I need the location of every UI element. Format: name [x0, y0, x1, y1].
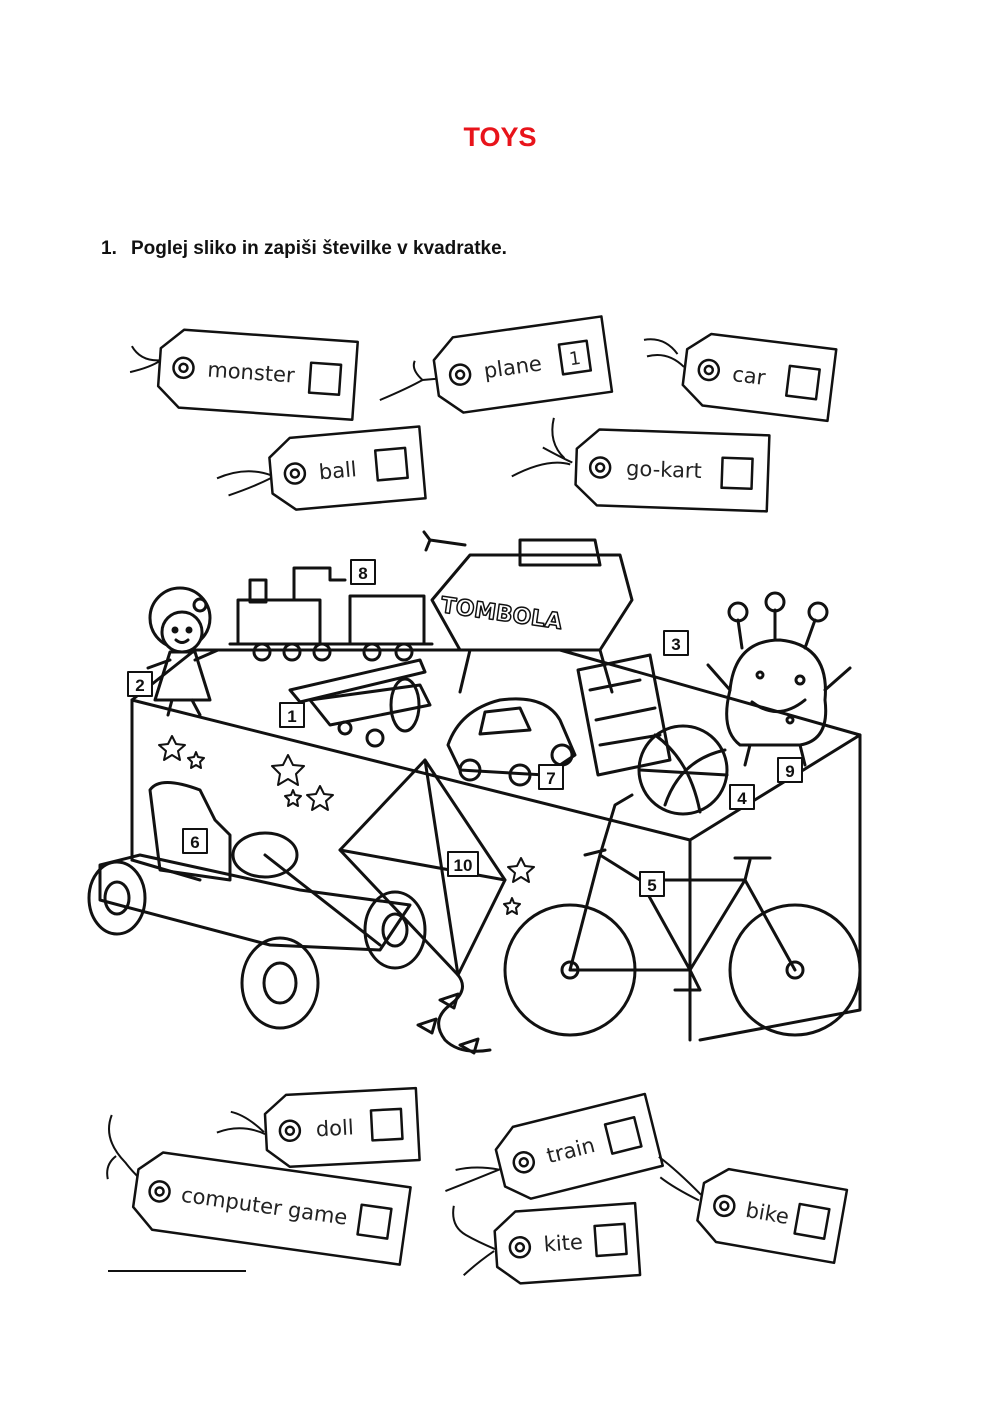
train-illustration — [228, 566, 434, 662]
answer-box-monster[interactable] — [307, 361, 343, 396]
monster-illustration — [706, 591, 852, 767]
ball-illustration — [637, 724, 729, 816]
answer-box-train[interactable] — [603, 1115, 643, 1155]
number-label-7: 7 — [546, 769, 555, 788]
number-label-8: 8 — [358, 564, 367, 583]
computer-game-illustration — [576, 653, 672, 777]
tag-train: train — [445, 1092, 668, 1212]
tag-doll: doll — [216, 1086, 424, 1175]
bike-illustration — [503, 793, 862, 1037]
number-label-9: 9 — [785, 762, 794, 781]
stars-decoration — [158, 735, 535, 915]
number-label-10: 10 — [454, 856, 473, 875]
tombola-sign: TOMBOLA — [439, 593, 563, 635]
tag-bike: bike — [658, 1155, 851, 1271]
answer-box-doll[interactable] — [369, 1107, 404, 1142]
kite-illustration — [338, 758, 507, 1055]
number-label-2: 2 — [135, 676, 144, 695]
tag-monster: monster — [129, 328, 362, 427]
answer-box-bike[interactable] — [793, 1202, 831, 1240]
page-title: TOYS — [463, 122, 537, 152]
answer-box-go-kart[interactable] — [720, 456, 754, 491]
tag-word: doll — [315, 1115, 354, 1141]
tag-car: car — [643, 331, 839, 428]
tag-computer-game: computer game — [106, 1114, 414, 1272]
tag-word: kite — [543, 1230, 584, 1257]
answer-box-kite[interactable] — [593, 1222, 628, 1258]
number-label-4: 4 — [737, 789, 747, 808]
tag-kite: kite — [452, 1201, 644, 1292]
tombola-illustration: TOMBOLA — [422, 530, 634, 694]
go-kart-illustration — [87, 781, 427, 1030]
tag-word: monster — [207, 358, 296, 388]
plane-illustration — [288, 658, 432, 748]
tag-ball: ball — [216, 425, 430, 519]
answer-box-computer-game[interactable] — [356, 1203, 393, 1240]
answer-box-ball[interactable] — [373, 446, 409, 482]
doll-illustration — [146, 586, 220, 717]
footer-line — [108, 1270, 246, 1272]
instruction: 1. Poglej sliko in zapiši številke v kvad… — [101, 238, 507, 260]
number-labels: 1 2 3 4 5 6 7 8 9 10 — [127, 559, 803, 897]
instruction-text: Poglej sliko in zapiši številke v kvadra… — [131, 238, 507, 259]
tag-plane: plane 1 — [379, 315, 617, 423]
number-label-5: 5 — [647, 876, 656, 895]
number-label-1: 1 — [287, 707, 296, 726]
tag-word: ball — [318, 457, 358, 484]
instruction-number: 1. — [101, 238, 117, 259]
tag-word: go-kart — [626, 456, 702, 483]
tag-word: car — [731, 362, 767, 390]
answer-box-plane[interactable] — [557, 339, 593, 376]
number-label-3: 3 — [671, 635, 680, 654]
answer-value: 1 — [568, 348, 582, 370]
tag-go-kart: go-kart — [511, 417, 774, 519]
number-label-6: 6 — [190, 833, 199, 852]
answer-box-car[interactable] — [784, 364, 821, 401]
